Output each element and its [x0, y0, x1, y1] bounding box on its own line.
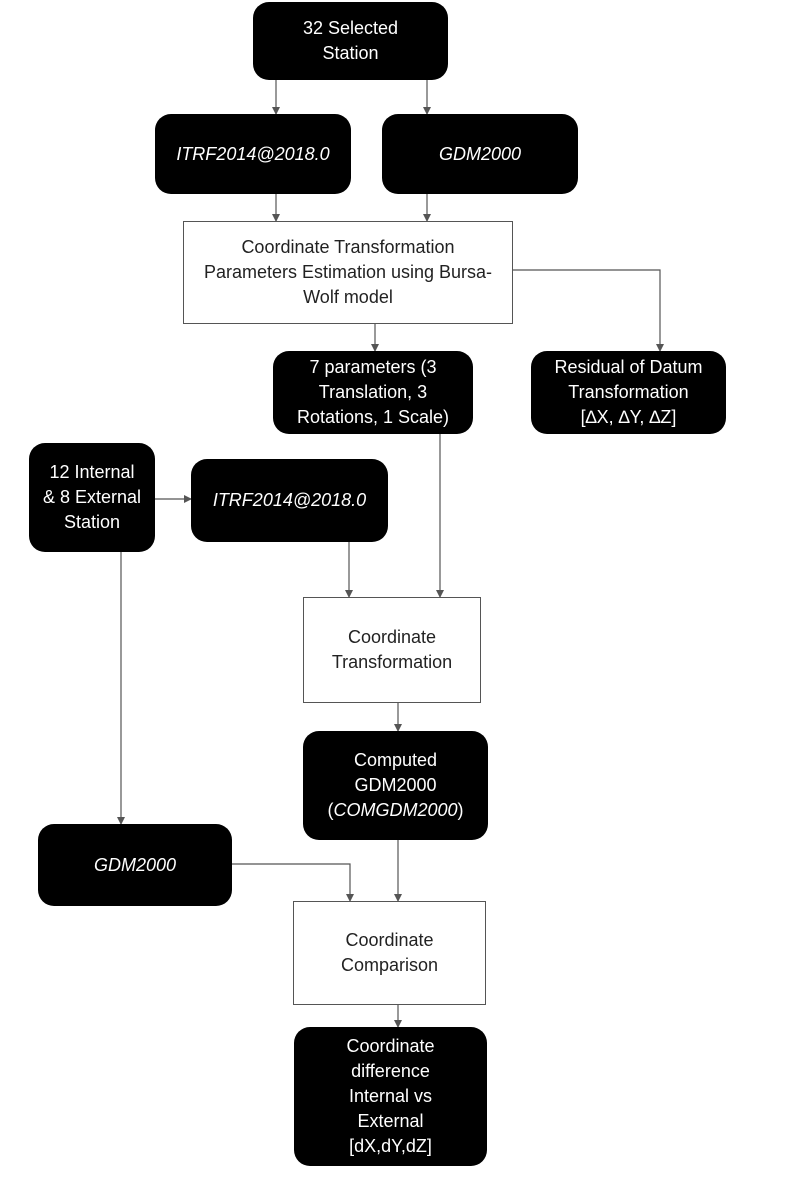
node-label: Coordinate difference Internal vs Extern…: [340, 1034, 440, 1159]
node-label: GDM2000: [93, 854, 177, 875]
node-label: 7 parameters (3 Translation, 3 Rotations…: [291, 355, 455, 430]
node-label: Coordinate Comparison: [335, 928, 444, 978]
node-label: ITRF2014@2018.0: [176, 143, 330, 164]
node-label: Computed GDM2000 (COMGDM2000): [321, 748, 469, 823]
node-label: Residual of Datum Transformation [∆X, ∆Y…: [548, 355, 708, 430]
node-residual: Residual of Datum Transformation [∆X, ∆Y…: [531, 351, 726, 434]
node-label: ITRF2014@2018.0: [212, 490, 367, 510]
arrow-estimation-to-residual: [513, 269, 664, 352]
label-line: GDM2000: [354, 775, 437, 795]
label-line: & 8 External: [42, 487, 142, 507]
arrow-gdm-bottom-to-comparison: [232, 863, 354, 902]
node-label: GDM2000: [438, 143, 522, 164]
comgdm-label: COMGDM2000: [333, 800, 458, 820]
label-line: Translation, 3: [318, 382, 428, 402]
node-difference: Coordinate difference Internal vs Extern…: [294, 1027, 487, 1166]
label-line: Wolf model: [303, 287, 393, 307]
label-line: Station: [322, 43, 379, 63]
label-line: Residual of Datum: [554, 357, 703, 377]
node-computed: Computed GDM2000 (COMGDM2000): [303, 731, 488, 840]
node-gdm-bottom: GDM2000: [38, 824, 232, 906]
node-itrf-top: ITRF2014@2018.0: [155, 114, 351, 194]
node-label: Coordinate Transformation: [326, 625, 458, 675]
node-internal-external: 12 Internal & 8 External Station: [29, 443, 155, 552]
node-itrf-mid: ITRF2014@2018.0: [191, 459, 388, 542]
node-coord-transformation: Coordinate Transformation: [303, 597, 481, 703]
node-label: 12 Internal & 8 External Station: [37, 460, 147, 535]
node-comparison: Coordinate Comparison: [293, 901, 486, 1005]
label-line: Comparison: [340, 955, 439, 975]
node-estimation: Coordinate Transformation Parameters Est…: [183, 221, 513, 324]
paren-close: ): [457, 800, 464, 820]
node-label: 32 Selected Station: [297, 16, 404, 66]
paren-open: (: [327, 800, 334, 820]
node-seven-params: 7 parameters (3 Translation, 3 Rotations…: [273, 351, 473, 434]
label-line: Internal vs: [348, 1086, 433, 1106]
label-line: External: [357, 1111, 424, 1131]
node-selected-station: 32 Selected Station: [253, 2, 448, 80]
label-line: Computed: [353, 750, 438, 770]
node-gdm-top: GDM2000: [382, 114, 578, 194]
label-line: difference: [351, 1061, 430, 1081]
label-line: Coordinate: [346, 1036, 435, 1056]
label-line: Coordinate: [345, 930, 434, 950]
label-line: Rotations, 1 Scale): [296, 407, 450, 427]
label-line: Transformation: [331, 652, 453, 672]
label-line: [dX,dY,dZ]: [349, 1136, 432, 1156]
label-line: Coordinate Transformation: [241, 237, 455, 257]
label-line: Transformation: [568, 382, 689, 402]
label-line: 32 Selected: [302, 18, 399, 38]
label-line: (COMGDM2000): [327, 798, 463, 823]
label-line: Coordinate: [347, 627, 437, 647]
label-line: 7 parameters (3: [309, 357, 437, 377]
label-line: Station: [63, 512, 121, 532]
node-label: Coordinate Transformation Parameters Est…: [198, 235, 498, 310]
label-line: 12 Internal: [49, 462, 135, 482]
label-line: Parameters Estimation using Bursa-: [203, 262, 493, 282]
label-line: [∆X, ∆Y, ∆Z]: [580, 407, 677, 427]
